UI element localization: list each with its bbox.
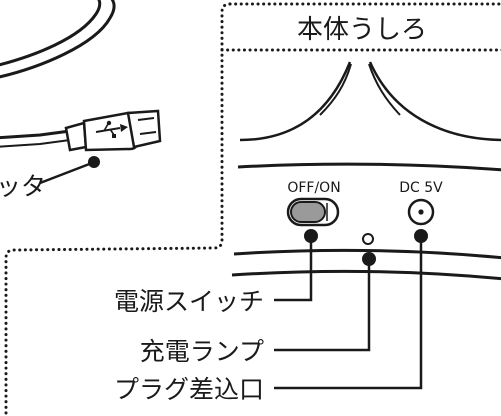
usb-cable-inner: [0, 139, 71, 148]
device-body-upper-arc: [237, 162, 501, 172]
jack-label: DC 5V: [399, 180, 443, 196]
label-power-jack: プラグ差込口: [114, 375, 264, 404]
device-curve-left: [239, 61, 352, 142]
label-power-switch: 電源スイッチ: [114, 287, 264, 316]
usb-symbol-icon: [95, 120, 128, 138]
device-body-lower-arc: [233, 248, 501, 260]
cable-loop-inner: [0, 0, 102, 67]
device-curve-right: [368, 61, 501, 142]
connector-dot: [88, 156, 100, 168]
panel-title: 本体うしろ: [297, 15, 427, 45]
device-curve-right-inner: [368, 63, 401, 116]
usb-cable: [0, 129, 71, 140]
switch-label: OFF/ON: [287, 180, 340, 196]
callout-power-jack: [274, 229, 428, 390]
panel-dotted-outline: [4, 2, 232, 416]
callout-charge-lamp: [274, 252, 376, 352]
power-switch: [286, 197, 340, 227]
cable-loop: [0, 0, 116, 79]
power-jack: [407, 198, 435, 226]
device-curve-left-inner: [319, 63, 352, 116]
connector-label-partial: ッタ: [0, 172, 46, 201]
device-body-base-arc: [231, 269, 501, 281]
usb-connector: [64, 109, 162, 152]
label-charge-lamp: 充電ランプ: [140, 337, 264, 366]
connector-leader: [39, 161, 93, 185]
callout-power-switch: [274, 229, 318, 302]
charge-lamp: [362, 233, 374, 245]
